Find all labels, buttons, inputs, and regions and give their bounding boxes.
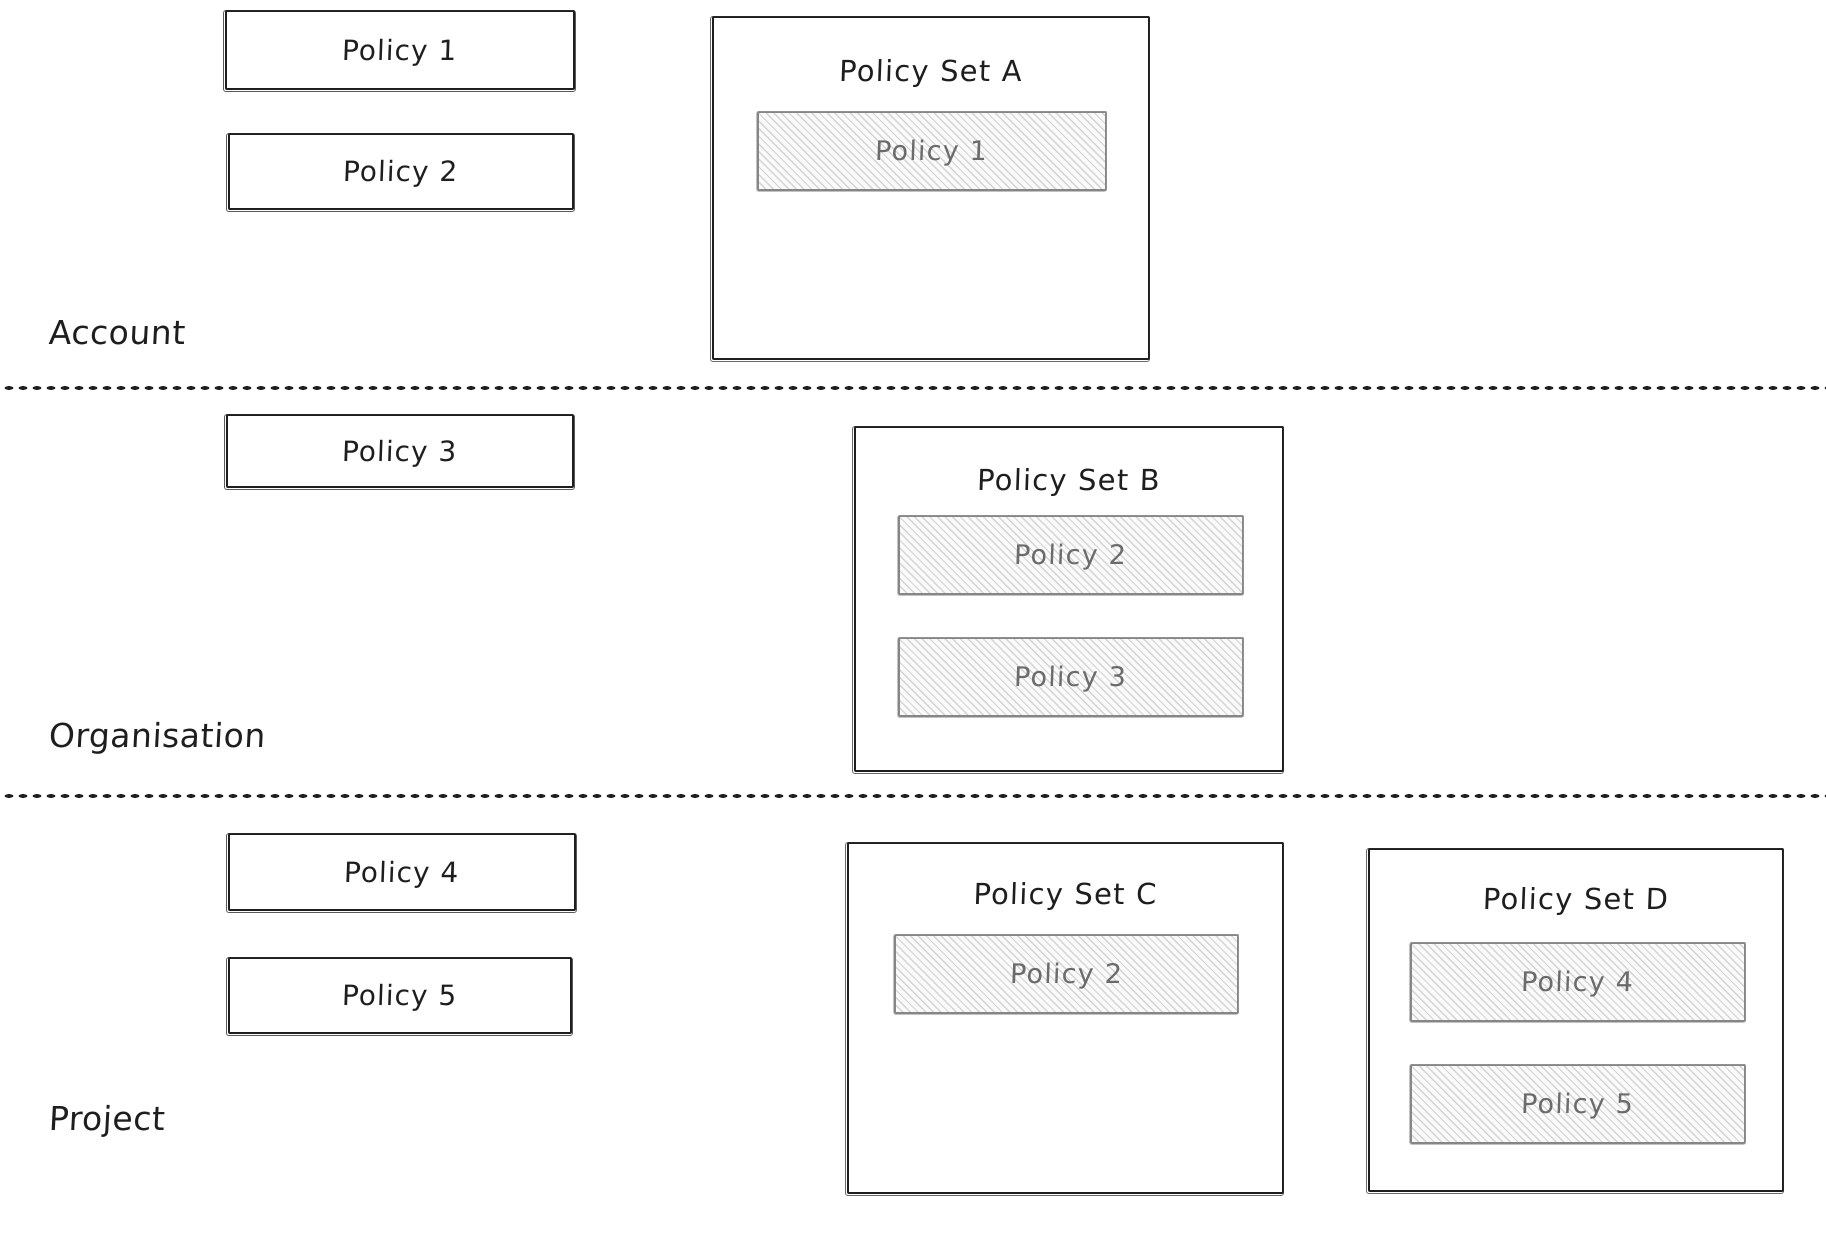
policy-chip-label: Policy 4	[1520, 966, 1636, 998]
policy-chip-label: Policy 5	[1520, 1088, 1636, 1120]
policy-set-a[interactable]: Policy Set A Policy 1	[710, 16, 1150, 362]
policy-box-policy-2[interactable]: Policy 2	[226, 133, 575, 212]
policy-set-c[interactable]: Policy Set C Policy 2	[845, 842, 1284, 1196]
policy-set-d[interactable]: Policy Set D Policy 4 Policy 5	[1366, 848, 1784, 1194]
policy-set-title: Policy Set D	[1482, 882, 1670, 916]
policy-chip-policy-2[interactable]: Policy 2	[893, 934, 1239, 1015]
policy-chip-policy-3[interactable]: Policy 3	[897, 637, 1244, 718]
tier-label-project: Project	[47, 1099, 167, 1138]
policy-chip-policy-2[interactable]: Policy 2	[897, 515, 1244, 596]
policy-chip-policy-4[interactable]: Policy 4	[1409, 942, 1746, 1023]
policy-box-policy-4[interactable]: Policy 4	[226, 833, 577, 913]
policy-set-title: Policy Set A	[838, 54, 1024, 88]
policy-chip-policy-5[interactable]: Policy 5	[1409, 1064, 1746, 1145]
policy-box-label: Policy 4	[343, 855, 461, 889]
policy-chip-label: Policy 1	[874, 135, 990, 167]
policy-box-label: Policy 2	[342, 155, 460, 188]
policy-box-policy-3[interactable]: Policy 3	[224, 414, 575, 490]
policy-box-label: Policy 3	[341, 434, 459, 468]
policy-set-title: Policy Set B	[976, 463, 1162, 497]
policy-set-b[interactable]: Policy Set B Policy 2 Policy 3	[852, 426, 1284, 774]
policy-chip-label: Policy 2	[1009, 958, 1124, 990]
policy-box-policy-5[interactable]: Policy 5	[226, 957, 573, 1036]
tier-label-account: Account	[47, 313, 187, 352]
policy-chip-label: Policy 2	[1013, 539, 1129, 571]
policy-set-title: Policy Set C	[972, 877, 1159, 911]
policy-box-label: Policy 1	[341, 33, 459, 67]
tier-divider-organisation-project	[0, 793, 1826, 799]
policy-chip-label: Policy 3	[1013, 661, 1129, 693]
tier-label-organisation: Organisation	[47, 716, 267, 755]
policy-box-policy-1[interactable]: Policy 1	[223, 10, 576, 92]
tier-divider-account-organisation	[0, 385, 1826, 391]
policy-box-label: Policy 5	[341, 979, 459, 1012]
policy-chip-policy-1[interactable]: Policy 1	[756, 111, 1107, 192]
